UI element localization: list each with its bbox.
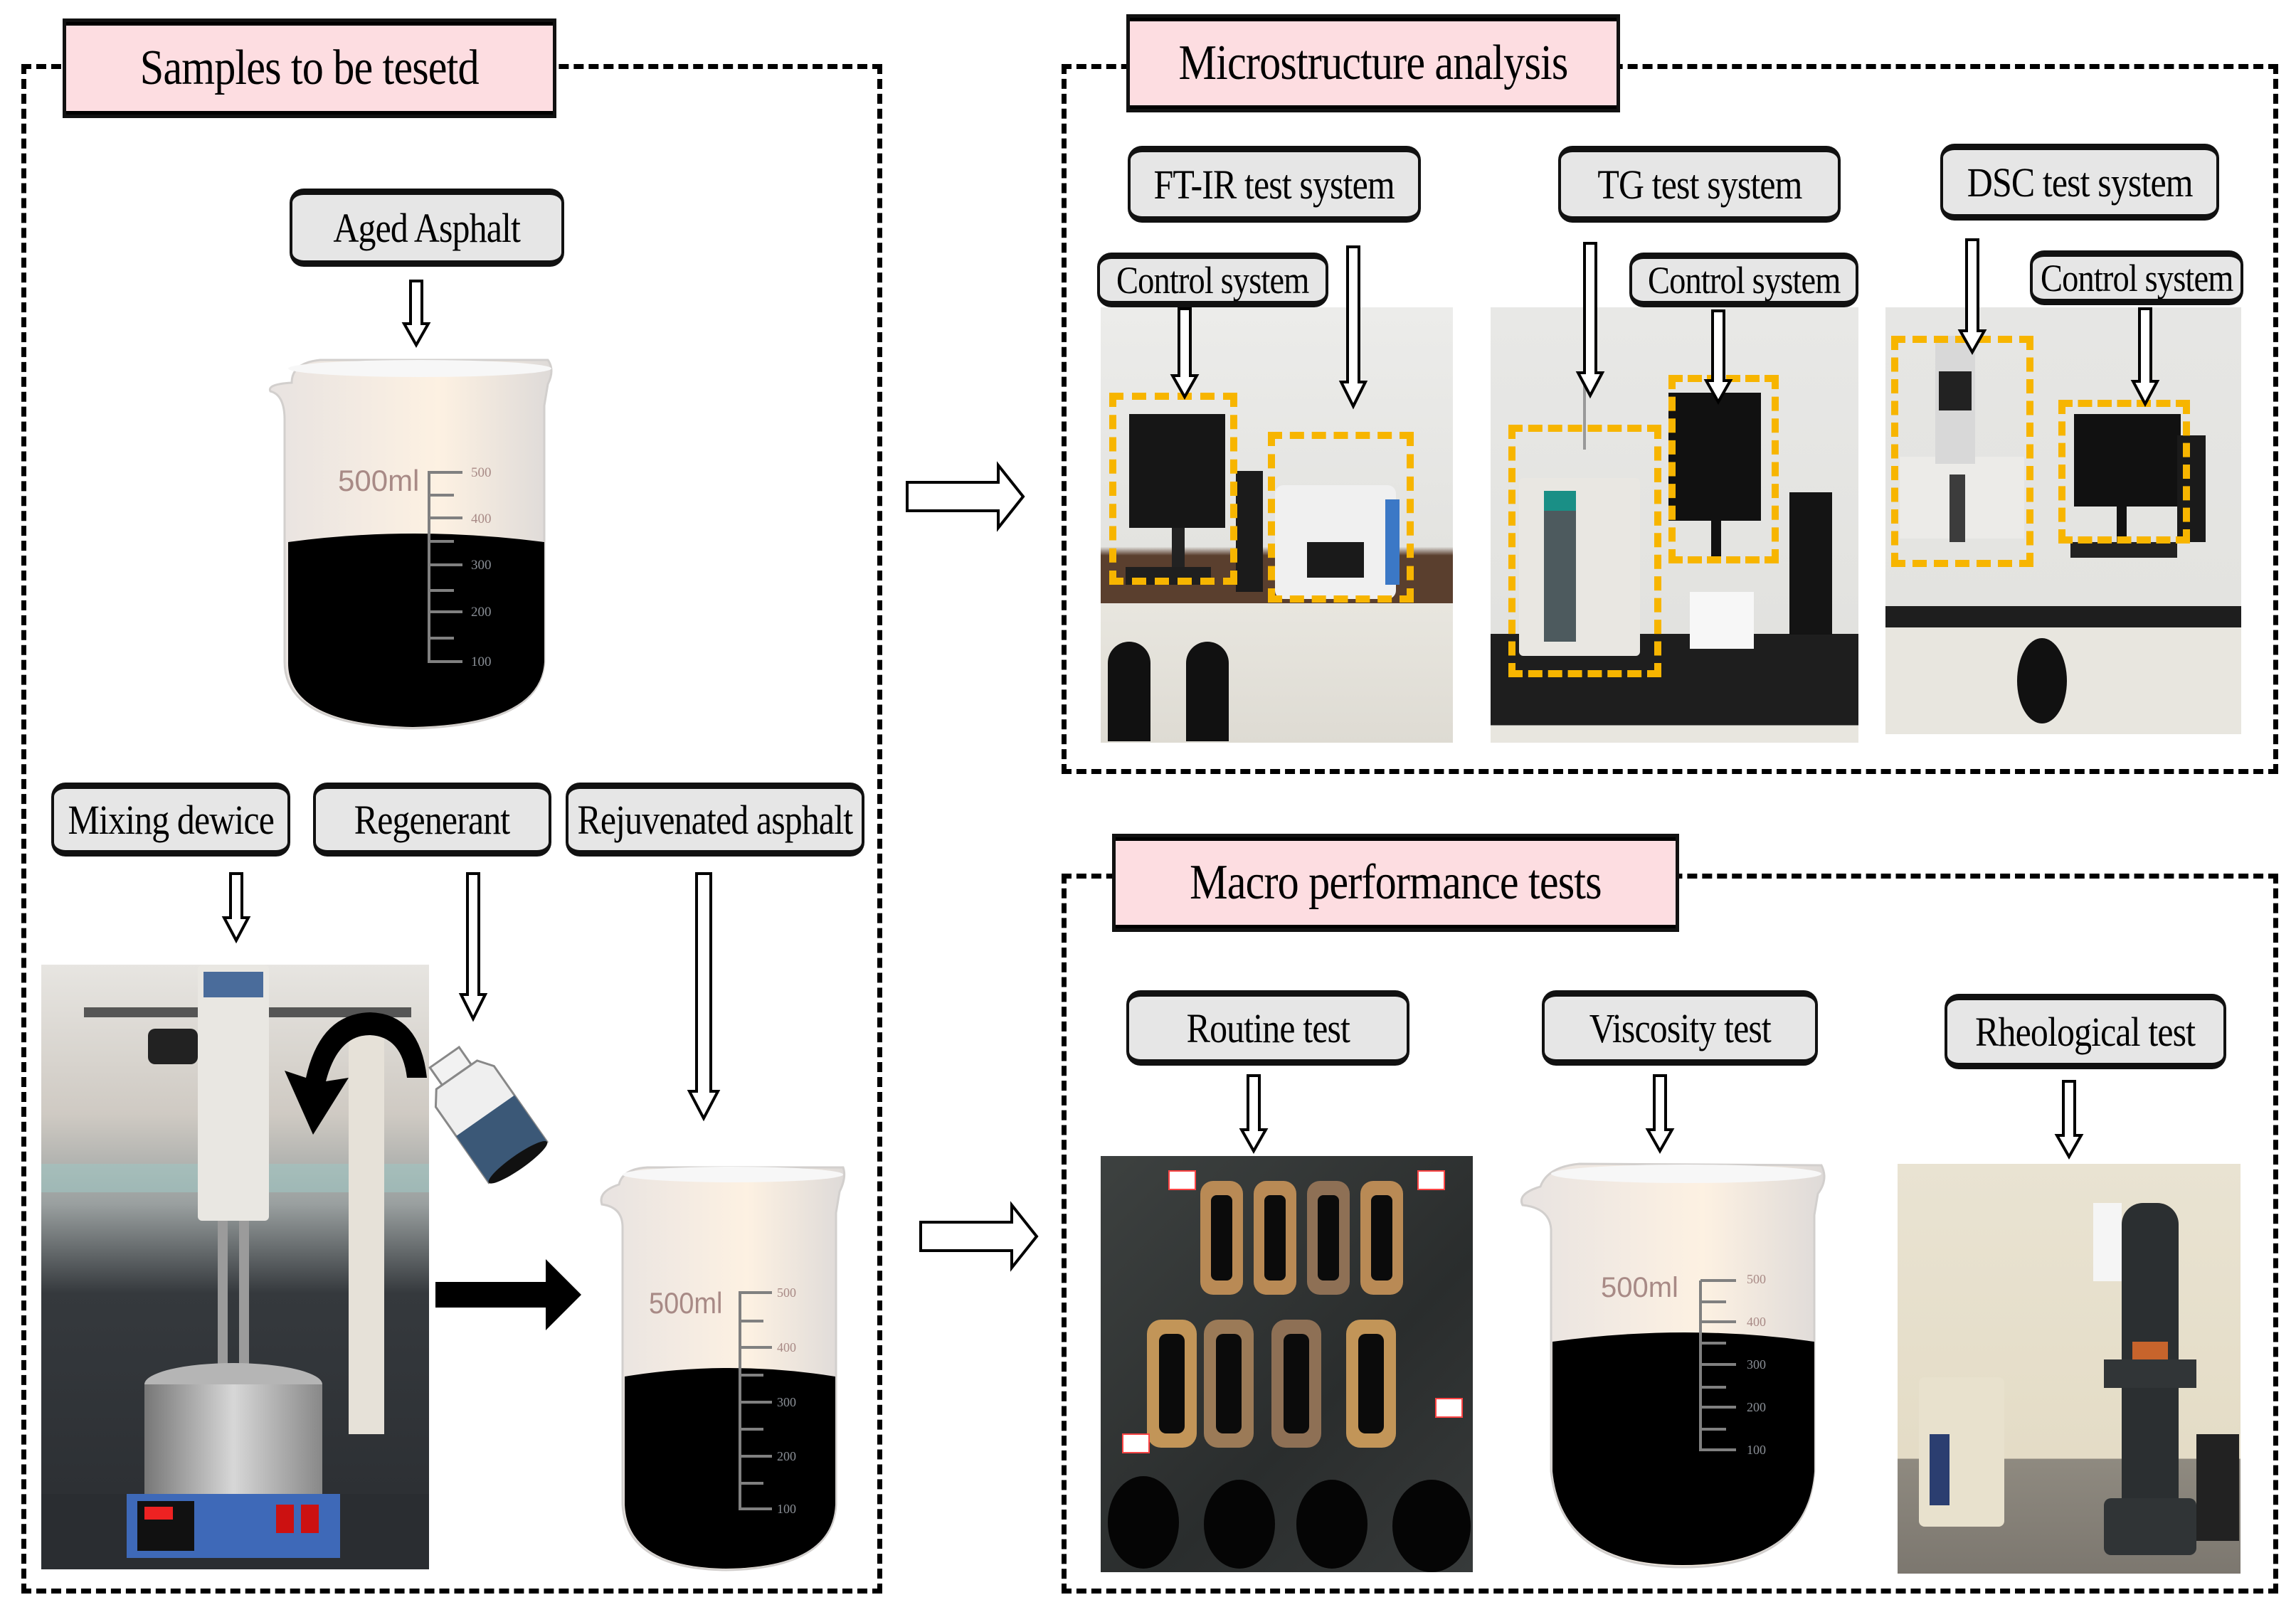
aged-asphalt-label: Aged Asphalt — [290, 189, 564, 267]
tick-500: 500 — [1747, 1272, 1766, 1286]
tick-200: 200 — [471, 605, 492, 620]
viscosity-test-label: Viscosity test — [1542, 990, 1818, 1066]
rejuvenated-asphalt-beaker: 500ml 500 400 300 200 100 — [600, 1166, 846, 1571]
ftir-instrument-highlight — [1268, 432, 1414, 603]
asphalt-fill — [625, 1368, 835, 1569]
beaker-volume-label: 500ml — [649, 1288, 722, 1320]
flow-arrow-to-macro-icon — [919, 1201, 1039, 1272]
tg-instrument-highlight — [1508, 425, 1661, 677]
asphalt-fill — [287, 534, 544, 727]
tick-400: 400 — [1747, 1315, 1766, 1329]
rejuvenated-asphalt-label: Rejuvenated asphalt — [566, 783, 864, 857]
tick-500: 500 — [777, 1285, 796, 1300]
down-arrow-icon — [458, 872, 488, 1022]
down-arrow-icon — [221, 872, 251, 944]
tick-100: 100 — [471, 654, 492, 669]
down-arrow-icon — [1645, 1074, 1675, 1155]
routine-test-label: Routine test — [1126, 990, 1409, 1066]
ftir-control-highlight — [1109, 393, 1237, 585]
tick-300: 300 — [471, 558, 492, 573]
tick-300: 300 — [1747, 1357, 1766, 1372]
down-arrow-icon — [1575, 242, 1605, 399]
down-arrow-icon — [401, 280, 431, 349]
ftir-test-system-label: FT-IR test system — [1128, 146, 1421, 223]
aged-asphalt-beaker: 500ml 500 400 300 200 100 — [268, 359, 553, 730]
viscosity-test-beaker: 500ml 500 400 300 200 100 — [1520, 1162, 1826, 1569]
down-arrow-icon — [1338, 245, 1368, 410]
down-arrow-icon — [1170, 307, 1200, 401]
rheological-test-label: Rheological test — [1945, 994, 2226, 1069]
down-arrow-icon — [1703, 309, 1733, 405]
rotation-arrow-icon — [285, 1012, 427, 1135]
beaker-volume-label: 500ml — [338, 464, 419, 497]
tick-100: 100 — [1747, 1443, 1766, 1457]
tg-test-system-label: TG test system — [1558, 146, 1841, 223]
flow-arrow-to-microstructure-icon — [906, 461, 1025, 532]
tick-400: 400 — [471, 511, 492, 526]
down-arrow-icon — [1957, 238, 1987, 356]
tick-100: 100 — [777, 1502, 796, 1516]
tick-200: 200 — [777, 1449, 796, 1463]
regenerant-bottle-icon — [428, 1045, 549, 1184]
tick-500: 500 — [471, 465, 492, 480]
ftir-photo — [1101, 307, 1453, 743]
microstructure-frame — [1062, 64, 2278, 774]
tg-control-system-label: Control system — [1629, 253, 1858, 307]
dsc-instrument-highlight — [1891, 336, 2033, 567]
dsc-test-system-label: DSC test system — [1940, 144, 2219, 221]
samples-section-title: Samples to be tesetd — [63, 18, 556, 118]
tick-200: 200 — [1747, 1400, 1766, 1414]
mixing-device-label: Mixing dewice — [51, 783, 290, 857]
right-arrow-icon — [435, 1259, 581, 1330]
dsc-photo — [1885, 307, 2241, 734]
beaker-volume-label: 500ml — [1601, 1272, 1678, 1303]
tick-300: 300 — [777, 1395, 796, 1409]
down-arrow-icon — [1239, 1074, 1269, 1155]
rheological-test-photo — [1898, 1164, 2241, 1574]
regenerant-liquid — [456, 1095, 547, 1183]
tg-photo — [1491, 307, 1858, 743]
down-arrow-icon — [687, 872, 721, 1122]
macro-section-title: Macro performance tests — [1112, 834, 1679, 932]
down-arrow-icon — [2054, 1080, 2084, 1160]
dsc-control-highlight — [2058, 400, 2190, 544]
routine-test-photo — [1101, 1156, 1473, 1572]
mixing-device-base — [41, 1494, 429, 1569]
tick-400: 400 — [777, 1340, 796, 1354]
microstructure-section-title: Microstructure analysis — [1126, 14, 1620, 112]
asphalt-fill — [1552, 1332, 1814, 1565]
dsc-control-system-label: Control system — [2030, 250, 2243, 305]
regenerant-label: Regenerant — [313, 783, 551, 857]
ftir-control-system-label: Control system — [1097, 253, 1328, 307]
down-arrow-icon — [2130, 307, 2160, 408]
